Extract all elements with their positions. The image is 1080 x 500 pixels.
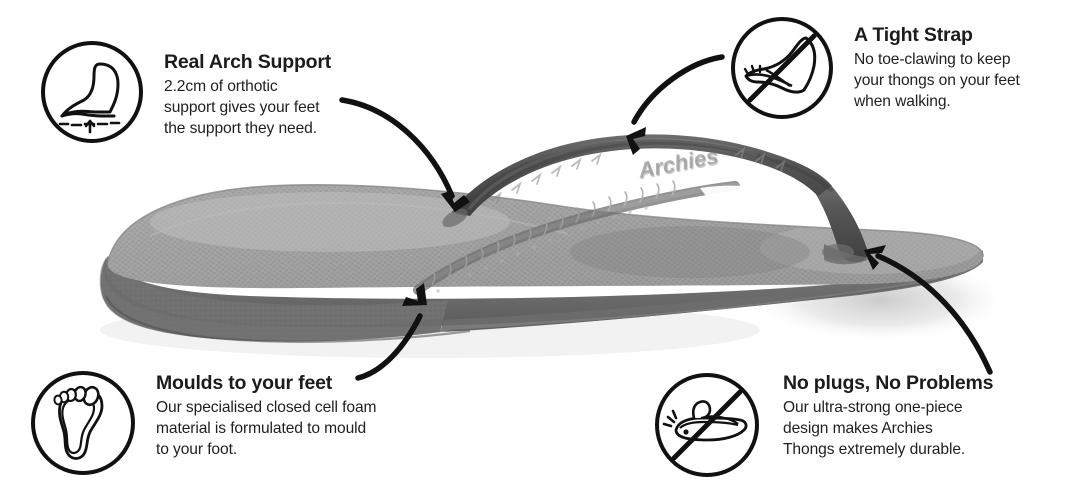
strap-brand-emboss: Archies Archies [635,143,721,185]
no-broken-plug-icon [655,373,759,477]
toe-post [812,184,868,262]
footbed-strap-shadow [570,226,810,278]
foam-sidewall-body [104,252,983,328]
toe-area-highlight [760,222,980,274]
feature-real-arch-support: Real Arch Support 2.2cm of orthotic supp… [38,38,331,146]
arrow-to-strap-shaft [631,54,725,125]
footbed-texture-band [413,180,740,295]
feature-a-tight-strap: A Tight Strap No toe-clawing to keep you… [728,14,1020,122]
arrow-to-arch-head [441,191,470,212]
footbed-texture [107,184,984,289]
foam-bottom-rim [105,295,471,343]
toe-post-base-flare [824,244,872,265]
svg-text:Archies: Archies [635,143,720,183]
svg-text:Archies: Archies [636,144,721,184]
foam-toe-wall-lower [444,256,983,332]
strap-highlight [468,138,758,210]
strap-band [452,134,832,216]
feature-body: Our specialised closed cell foam materia… [156,399,377,458]
strap-lower-shade [456,139,834,216]
arrow-to-plug-shaft [875,253,993,375]
feature-moulds-to-your-feet: Moulds to your feet Our specialised clos… [28,368,377,478]
strap-gap [700,185,812,202]
foam-toe-wall [440,250,983,332]
feature-body: No toe-clawing to keep your thongs on yo… [854,51,1020,110]
no-toe-clawing-icon [731,17,833,119]
feature-no-plugs-no-problems: No plugs, No Problems Our ultra-strong o… [650,368,994,483]
feature-body: Our ultra-strong one-piece design makes … [783,399,966,458]
strap-chevrons [491,146,786,204]
footprint-icon [31,371,135,475]
footbed-surface [107,184,984,289]
footbed-edge [107,183,984,263]
arch-swell-highlight [150,192,510,252]
feature-heading: No plugs, No Problems [783,372,994,394]
strap-anchor-right [822,244,854,260]
arrow-to-strap-head [626,127,646,155]
foot-arch-icon [41,41,143,143]
feature-heading: Moulds to your feet [156,372,333,394]
feature-heading: Real Arch Support [164,51,332,73]
feature-body: 2.2cm of orthotic support gives your fee… [164,78,320,137]
arrow-to-arch-shaft [339,97,455,199]
foam-heel-wedge [100,256,449,342]
strap-anchor-left [442,208,468,228]
foam-heel-wedge-shade [99,258,444,342]
arch-contour-line [149,201,566,237]
foam-sidewall [108,252,983,288]
feature-heading: A Tight Strap [854,24,973,46]
arrow-to-foam-head [402,283,427,306]
arrow-to-plug-head [864,245,886,270]
floor-shadow-under [100,302,760,358]
floor-shadow [750,258,1010,342]
